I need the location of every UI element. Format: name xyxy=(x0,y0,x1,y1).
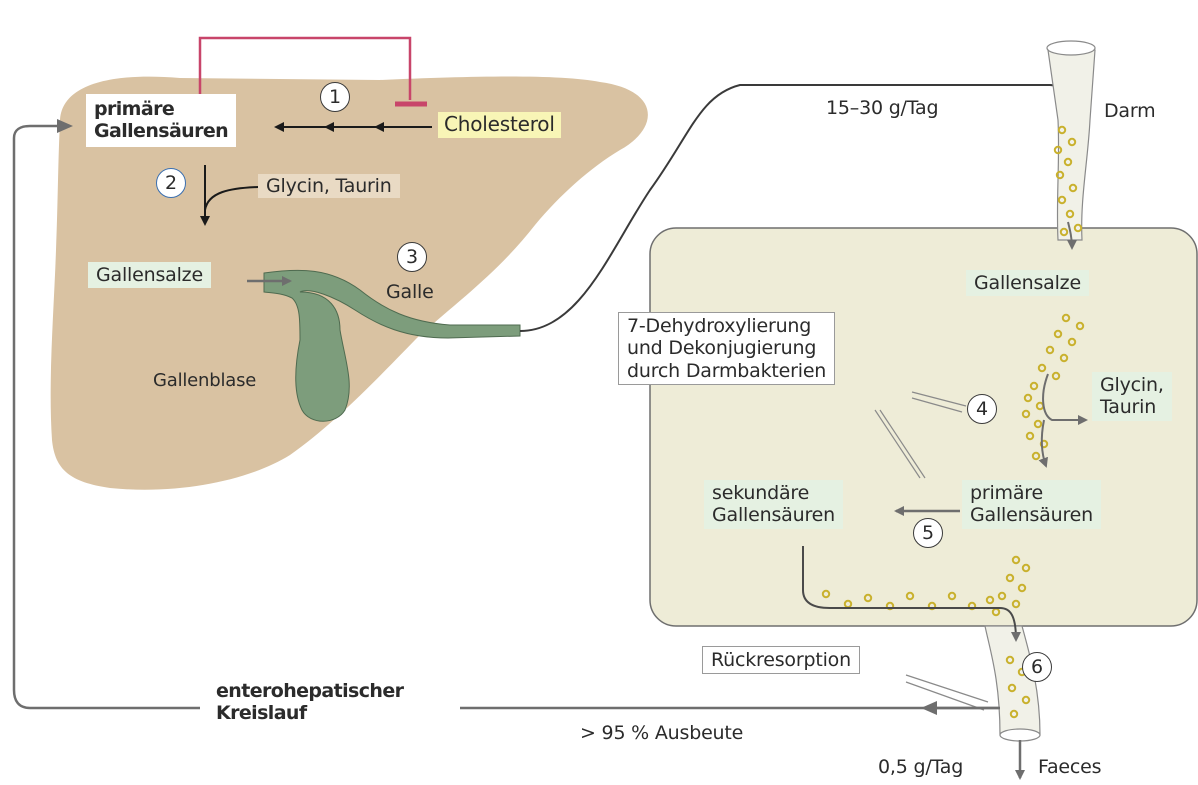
liver-glycine-taurine-label: Glycin, Taurin xyxy=(258,174,400,198)
yield-label: > 95 % Ausbeute xyxy=(580,722,743,744)
bacterial-process-callout: 7-Dehydroxylierung und Dekonjugierung du… xyxy=(618,312,835,385)
step-6-marker: 6 xyxy=(1022,652,1052,682)
released-glycine-line1: Glycin, xyxy=(1100,374,1164,396)
circulation-line1: enterohepatischer xyxy=(216,680,403,702)
enterohepatic-circulation-label: enterohepatischer Kreislauf xyxy=(210,678,409,727)
secondary-bile-acids-label: sekundäre Gallensäuren xyxy=(704,480,843,529)
faeces-label: Faeces xyxy=(1038,756,1101,778)
released-glycine-line2: Taurin xyxy=(1100,396,1164,418)
intestine-primary-line2: Gallensäuren xyxy=(970,504,1093,526)
step-1-marker: 1 xyxy=(320,82,350,112)
bile-label: Galle xyxy=(386,281,434,303)
step-5-marker: 5 xyxy=(913,518,943,548)
intestine-primary-bile-acids-label: primäre Gallensäuren xyxy=(962,480,1101,529)
intestine-label: Darm xyxy=(1104,100,1155,122)
process-line3: durch Darmbakterien xyxy=(627,360,826,382)
faeces-amount-label: 0,5 g/Tag xyxy=(878,756,963,778)
primary-bile-acids-label: primäre Gallensäuren xyxy=(86,94,236,147)
bile-amount-label: 15–30 g/Tag xyxy=(826,97,938,119)
gallbladder-label: Gallenblase xyxy=(153,370,256,391)
step-4-marker: 4 xyxy=(967,394,997,424)
cholesterol-label: Cholesterol xyxy=(438,112,561,138)
step-2-marker: 2 xyxy=(156,168,186,198)
intestine-bile-salts-label: Gallensalze xyxy=(966,270,1089,296)
intestine-panel xyxy=(650,228,1197,626)
liver-bile-salts-label: Gallensalze xyxy=(88,262,211,288)
primary-bile-acids-line2: Gallensäuren xyxy=(94,120,228,142)
process-line2: und Dekonjugierung xyxy=(627,337,826,359)
secondary-line2: Gallensäuren xyxy=(712,504,835,526)
reabsorption-label: Rückresorption xyxy=(702,646,860,674)
process-line1: 7-Dehydroxylierung xyxy=(627,315,826,337)
primary-bile-acids-line1: primäre xyxy=(94,98,228,120)
released-glycine-taurine-label: Glycin, Taurin xyxy=(1092,372,1172,421)
secondary-line1: sekundäre xyxy=(712,482,835,504)
intestine-primary-line1: primäre xyxy=(970,482,1093,504)
circulation-line2: Kreislauf xyxy=(216,702,403,724)
step-3-marker: 3 xyxy=(397,242,427,272)
